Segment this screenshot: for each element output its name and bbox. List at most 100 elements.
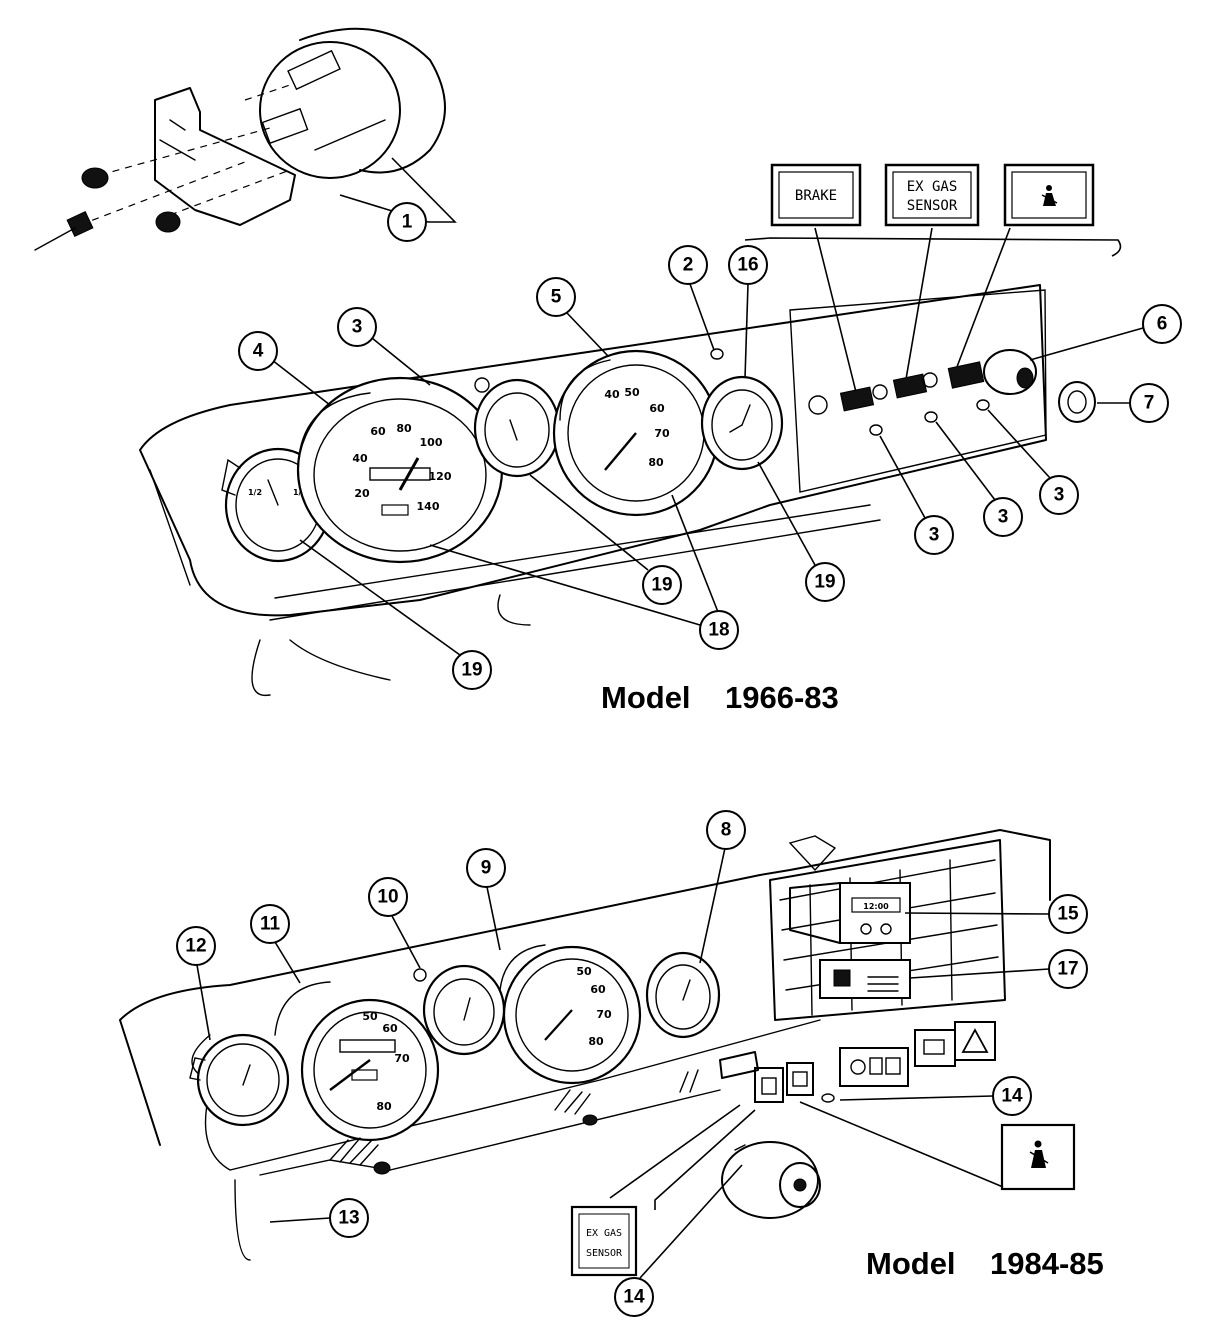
svg-text:14: 14 — [1001, 1086, 1023, 1107]
callout-16: 16 — [728, 245, 768, 379]
svg-text:120: 120 — [429, 470, 452, 483]
cigarette-lighter-old — [983, 349, 1037, 395]
callout-10: 10 — [368, 877, 421, 969]
svg-text:60: 60 — [382, 1022, 398, 1035]
seat-belt-icon — [1041, 185, 1058, 206]
callout-3-middle: 3 — [935, 421, 1023, 537]
svg-text:2: 2 — [683, 255, 694, 276]
svg-text:100: 100 — [420, 436, 443, 449]
callout-19-center: 19 — [529, 474, 682, 605]
svg-text:19: 19 — [461, 660, 482, 681]
rear-defrost-icon — [923, 1039, 945, 1055]
callout-2: 2 — [668, 245, 715, 351]
svg-text:19: 19 — [814, 572, 835, 593]
tachometer-old: 40 50 60 70 80 — [552, 349, 720, 517]
svg-text:20: 20 — [354, 487, 370, 500]
svg-text:5: 5 — [551, 287, 562, 308]
speedometer-old: 80 100 120 140 60 40 20 — [296, 376, 504, 564]
svg-text:BRAKE: BRAKE — [795, 188, 837, 204]
ex-gas-sensor-label: EX GAS SENSOR — [884, 163, 980, 227]
svg-text:3: 3 — [998, 507, 1009, 528]
callout-6: 6 — [1029, 304, 1182, 361]
clock-old — [700, 375, 784, 471]
callout-3-upper: 3 — [337, 307, 431, 386]
callout-18: 18 — [429, 494, 739, 650]
svg-text:80: 80 — [648, 456, 664, 469]
svg-text:140: 140 — [417, 500, 440, 513]
model-caption-1984-85: Model 1984-85 — [866, 1246, 1104, 1281]
callout-7: 7 — [1097, 383, 1169, 423]
callout-8: 8 — [699, 810, 746, 964]
seat-belt-icon — [1029, 1140, 1049, 1168]
seat-belt-label-new — [1000, 1123, 1076, 1191]
callout-19-right: 19 — [757, 461, 845, 602]
svg-text:70: 70 — [654, 427, 670, 440]
svg-text:14: 14 — [623, 1287, 645, 1308]
svg-text:70: 70 — [394, 1052, 410, 1065]
svg-text:50: 50 — [362, 1010, 378, 1023]
callout-17: 17 — [909, 949, 1088, 989]
svg-text:7: 7 — [1144, 393, 1155, 414]
svg-text:50: 50 — [576, 965, 592, 978]
switch-bank-new — [719, 1051, 835, 1103]
svg-text:11: 11 — [260, 914, 281, 935]
brake-warning-label: BRAKE — [770, 163, 862, 227]
svg-text:12:00: 12:00 — [863, 902, 889, 911]
svg-text:9: 9 — [481, 858, 492, 879]
callout-3-right: 3 — [987, 409, 1079, 515]
svg-text:4: 4 — [253, 341, 264, 362]
callout-15: 15 — [904, 894, 1088, 934]
callout-19-left: 19 — [299, 539, 492, 690]
callout-14-bottom: 14 — [609, 1104, 756, 1317]
svg-text:70: 70 — [596, 1008, 612, 1021]
svg-text:3: 3 — [1054, 485, 1065, 506]
warning-lamp-switches-old — [710, 348, 990, 436]
dashboard-panel-1966-83 — [139, 284, 1047, 697]
svg-text:1/2: 1/2 — [248, 488, 262, 497]
model-caption-1966-83: Model 1966-83 — [601, 680, 839, 715]
svg-text:40: 40 — [604, 388, 620, 401]
speedometer-new: 50 60 70 80 — [274, 981, 440, 1142]
svg-text:SENSOR: SENSOR — [586, 1248, 623, 1259]
lighter-bezel-old — [1058, 381, 1096, 423]
svg-text:EX GAS: EX GAS — [586, 1228, 622, 1239]
svg-text:EX GAS: EX GAS — [907, 179, 958, 195]
svg-text:15: 15 — [1057, 904, 1079, 925]
temperature-gauge-old — [473, 377, 561, 478]
svg-text:80: 80 — [376, 1100, 392, 1113]
gauge-mounting-detail — [34, 27, 446, 251]
svg-text:80: 80 — [396, 422, 412, 435]
feature-switch-panel — [839, 1021, 996, 1087]
svg-text:60: 60 — [370, 425, 386, 438]
seat-belt-warning-label — [1003, 163, 1095, 227]
svg-text:12: 12 — [185, 936, 206, 957]
wiring-harness-new — [329, 1069, 699, 1175]
svg-text:10: 10 — [377, 887, 398, 908]
svg-text:1: 1 — [402, 212, 413, 233]
svg-text:19: 19 — [651, 575, 672, 596]
callout-5: 5 — [536, 277, 609, 357]
svg-text:13: 13 — [338, 1208, 359, 1229]
ex-gas-sensor-label-new: EX GAS SENSOR — [570, 1205, 638, 1277]
callout-14-right: 14 — [799, 1076, 1032, 1188]
callout-12: 12 — [176, 926, 216, 1041]
svg-text:40: 40 — [352, 452, 368, 465]
svg-text:60: 60 — [590, 983, 606, 996]
svg-text:16: 16 — [737, 255, 758, 276]
callout-3-left: 3 — [879, 435, 954, 555]
svg-text:8: 8 — [721, 820, 732, 841]
svg-text:3: 3 — [929, 525, 940, 546]
svg-text:3: 3 — [352, 317, 363, 338]
rear-defrost-switch — [819, 959, 911, 999]
fuel-gauge-new — [189, 1033, 290, 1127]
clock-gauge-new — [645, 951, 721, 1039]
callout-4: 4 — [238, 331, 331, 406]
digital-clock-new: 12:00 — [788, 835, 911, 944]
cigarette-lighter-new — [721, 1141, 821, 1219]
tachometer-new: 50 60 70 80 — [499, 944, 642, 1085]
callout-11: 11 — [250, 904, 301, 984]
svg-text:SENSOR: SENSOR — [907, 198, 958, 214]
callout-1: 1 — [339, 157, 457, 242]
svg-text:17: 17 — [1057, 959, 1078, 980]
